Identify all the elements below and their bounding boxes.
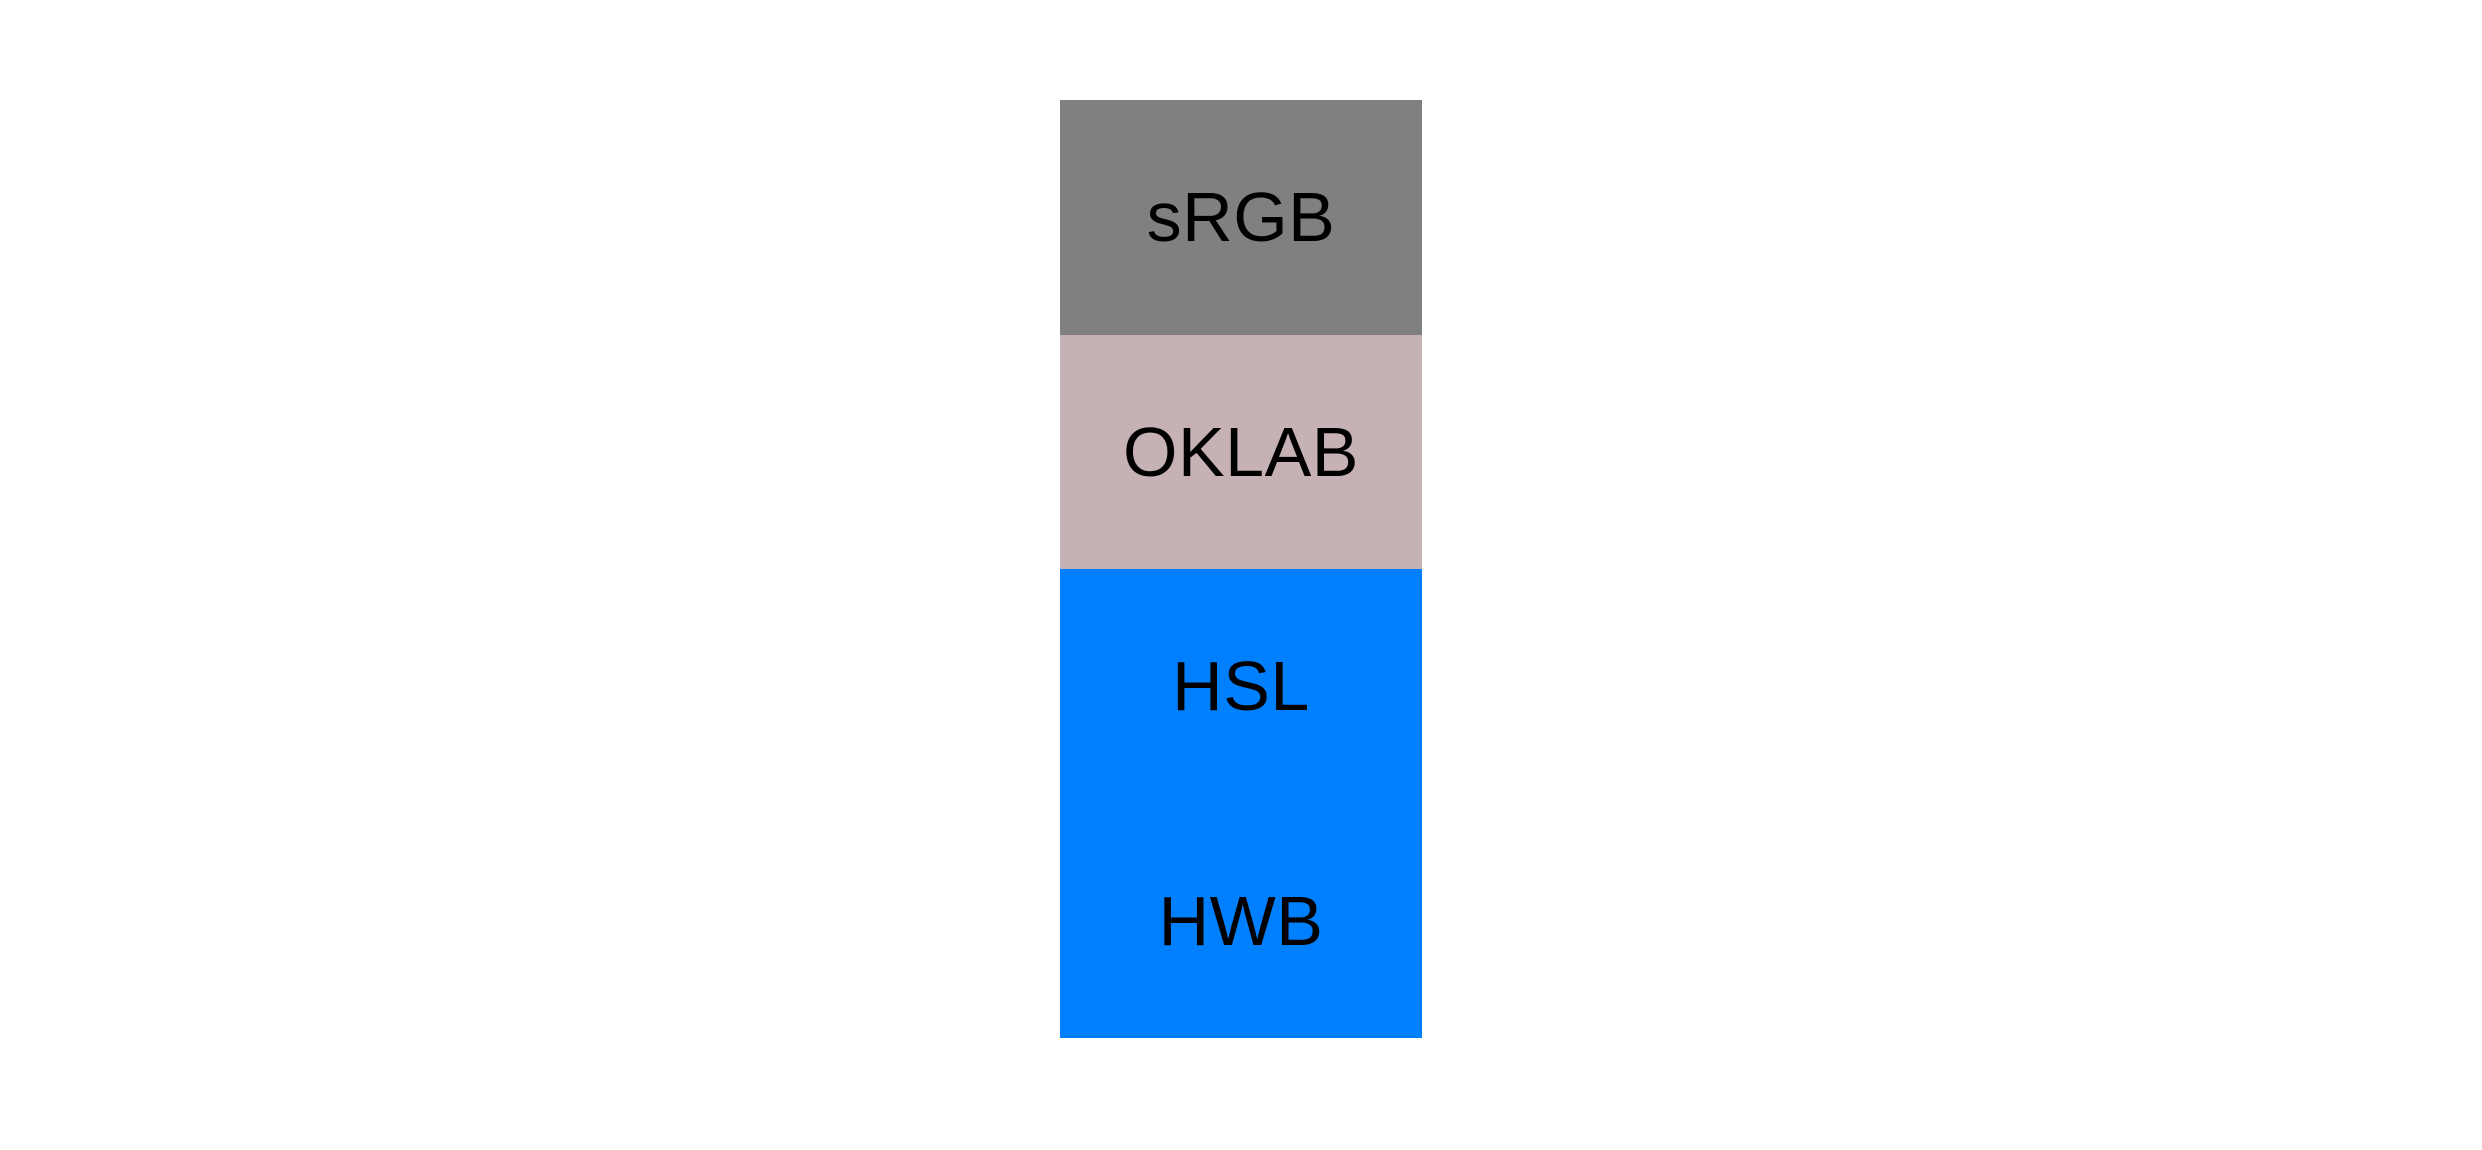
swatch-label-srgb: sRGB — [1146, 178, 1336, 257]
swatch-hsl[interactable]: HSL — [1060, 569, 1422, 804]
swatch-oklab[interactable]: OKLAB — [1060, 334, 1422, 569]
swatch-label-hsl: HSL — [1172, 647, 1310, 726]
swatch-label-oklab: OKLAB — [1123, 412, 1359, 491]
swatch-label-hwb: HWB — [1158, 881, 1324, 960]
swatch-hwb[interactable]: HWB — [1060, 803, 1422, 1038]
swatch-srgb[interactable]: sRGB — [1060, 100, 1422, 335]
color-swatch-column: sRGB OKLAB HSL HWB — [1060, 100, 1422, 1038]
